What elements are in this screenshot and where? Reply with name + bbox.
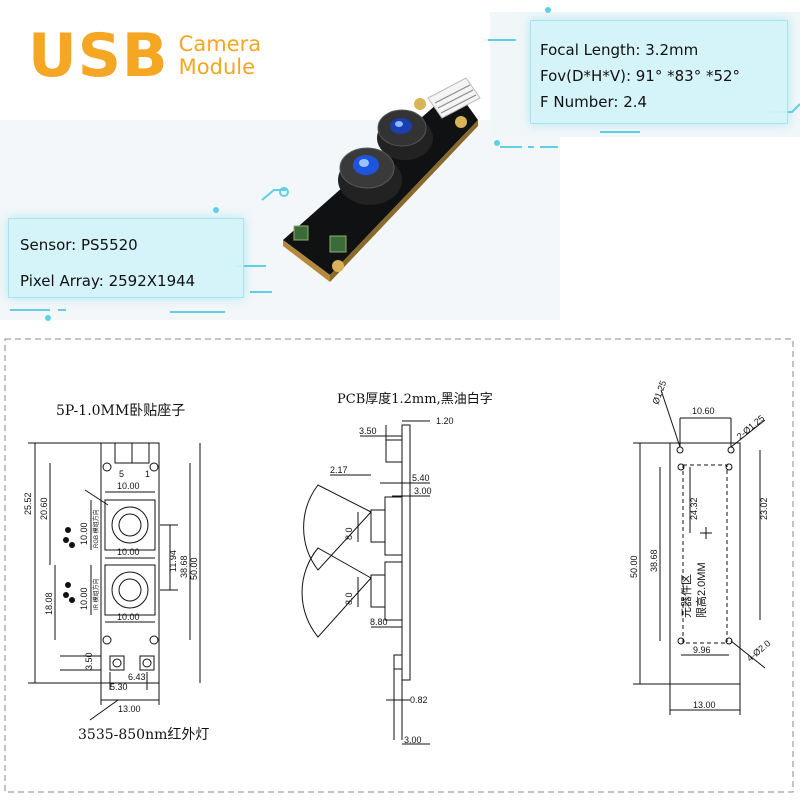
ir-direction-label: IR 模组方向 <box>92 578 100 610</box>
fov-spec: Fov(D*H*V): 91° *83° *52° <box>540 67 741 85</box>
brand-subtitle-line2: Module <box>178 55 256 79</box>
tech-dots <box>45 7 551 321</box>
dim-24-32: 24.32 <box>689 497 699 520</box>
dim-13-00-back: 13.00 <box>693 700 716 710</box>
dim-18-08: 18.08 <box>44 592 54 615</box>
drawing-frame <box>4 338 794 793</box>
dim-38-68: 38.68 <box>179 555 189 578</box>
connector-caption: 5P-1.0MM卧贴座子 <box>56 403 186 419</box>
dim-phi-1-25: Ø1.25 <box>650 379 668 405</box>
sensor-spec: Sensor: PS5520 <box>20 236 138 254</box>
brand-subtitle: Camera Module <box>179 33 261 79</box>
dim-2-phi-1-25: 2-Ø1.25 <box>735 413 766 442</box>
dim-10-00-top: 10.00 <box>117 481 140 491</box>
optics-spec-box: Focal Length: 3.2mm Fov(D*H*V): 91° *83°… <box>530 20 788 124</box>
brand-usb-text: USB <box>28 21 169 91</box>
brand-logo: USB Camera Module <box>28 26 261 86</box>
dim-50-00: 50.00 <box>189 557 199 580</box>
dim-10-00-left-a: 10.00 <box>79 522 89 545</box>
dim-38-68-back: 38.68 <box>649 549 659 572</box>
side-view <box>301 420 430 745</box>
front-view-dims: 25.52 20.60 18.08 3.50 10.00 10.00 10.00… <box>23 469 199 714</box>
orientation-icons <box>63 527 75 603</box>
dim-8-0-a: 8.0 <box>344 527 354 540</box>
ir-led-caption: 3535-850nm红外灯 <box>78 727 210 743</box>
f-number-spec: F Number: 2.4 <box>540 93 648 111</box>
dim-5-40: 5.40 <box>412 473 430 483</box>
dim-9-96: 9.96 <box>693 645 711 655</box>
dim-2-17: 2.17 <box>330 465 348 475</box>
dim-5-30: 5.30 <box>110 682 128 692</box>
focal-length-spec: Focal Length: 3.2mm <box>540 41 699 59</box>
side-view-dims: 3.50 1.20 2.17 5.40 3.00 8.0 8.0 8.80 0.… <box>330 416 454 745</box>
dim-1-20: 1.20 <box>436 416 454 426</box>
height-limit-label: 限高2.0MM <box>694 562 708 618</box>
back-view-dims: Ø1.25 10.60 2-Ø1.25 24.32 23.02 50.00 38… <box>629 379 772 710</box>
dim-8-0-b: 8.0 <box>344 592 354 605</box>
dim-3-00-top: 3.00 <box>414 486 432 496</box>
dim-10-60: 10.60 <box>692 406 715 416</box>
dim-3-50-side: 3.50 <box>359 426 377 436</box>
pcb-caption: PCB厚度1.2mm,黑油白字 <box>337 392 493 407</box>
dim-25-52: 25.52 <box>23 492 33 515</box>
dim-10-00-mid: 10.00 <box>117 547 140 557</box>
connector-pin1: 1 <box>145 469 150 479</box>
front-view <box>28 442 201 721</box>
dim-11-94: 11.94 <box>168 550 178 572</box>
dim-13-00: 13.00 <box>118 704 141 714</box>
dim-50-00-back: 50.00 <box>629 555 639 578</box>
dim-0-82: 0.82 <box>410 695 428 705</box>
dim-23-02: 23.02 <box>759 497 769 520</box>
sensor-spec-box: Sensor: PS5520 Pixel Array: 2592X1944 <box>8 218 244 298</box>
rgb-direction-label: RGB 模组方向 <box>92 509 100 548</box>
dim-20-60: 20.60 <box>39 497 49 520</box>
dim-6-43: 6.43 <box>128 672 146 682</box>
camera-module-photo <box>283 77 481 282</box>
technical-drawing: 25.52 20.60 18.08 3.50 10.00 10.00 10.00… <box>4 338 794 793</box>
dim-3-00-bottom: 3.00 <box>404 735 422 745</box>
brand-subtitle-line1: Camera <box>178 32 262 56</box>
dim-10-00-left-b: 10.00 <box>79 587 89 610</box>
component-zone-label: 元器件区 <box>680 574 693 618</box>
dim-3-50: 3.50 <box>84 652 94 670</box>
back-view <box>633 389 766 715</box>
dim-4-phi-2-0: 4-Ø2.0 <box>745 638 773 663</box>
dim-8-80: 8.80 <box>370 617 388 627</box>
pixel-array-spec: Pixel Array: 2592X1944 <box>20 272 196 290</box>
connector-pin5: 5 <box>119 469 124 479</box>
dim-10-00-bot: 10.00 <box>117 612 140 622</box>
